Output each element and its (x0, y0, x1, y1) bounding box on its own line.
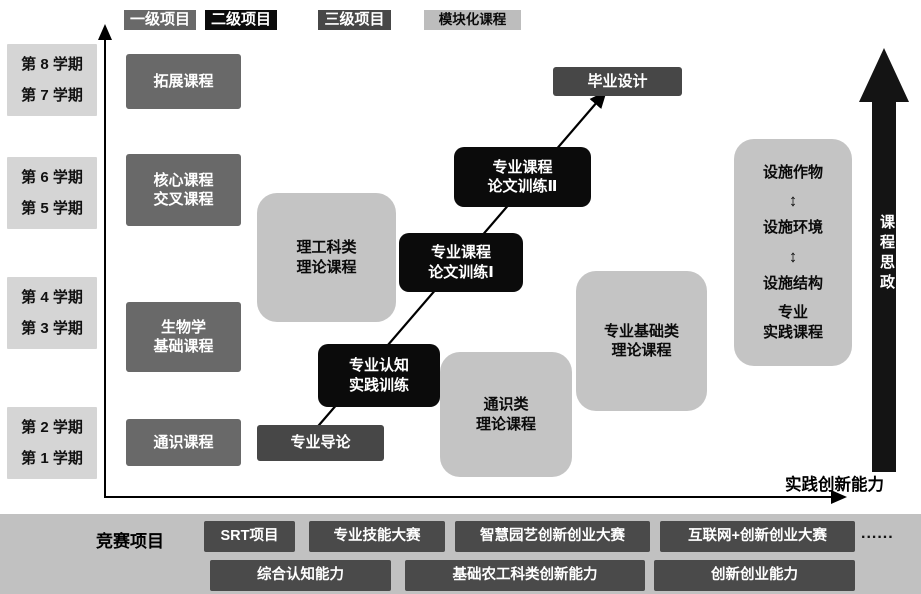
ability-comprehensive-cognition: 综合认知能力 (210, 560, 391, 591)
competition-smart-horticulture: 智慧园艺创新创业大赛 (455, 521, 650, 552)
legend-level1: 一级项目 (124, 10, 196, 30)
competition-skill-contest: 专业技能大赛 (309, 521, 445, 552)
semester-label-2: 第 2 学期 (21, 419, 83, 436)
semester-group-8-7: 第 8 学期 第 7 学期 (7, 44, 97, 116)
semester-group-2-1: 第 2 学期 第 1 学期 (7, 407, 97, 479)
competition-srt: SRT项目 (204, 521, 295, 552)
box-thesis-training-2: 专业课程 论文训练Ⅱ (454, 147, 591, 207)
semester-label-5: 第 5 学期 (21, 199, 83, 217)
vertical-double-arrow-icon: ↕ (788, 190, 798, 210)
box-graduation-design: 毕业设计 (553, 67, 682, 96)
legend-level2: 二级项目 (205, 10, 277, 30)
semester-label-6: 第 6 学期 (21, 169, 83, 186)
competition-band: 竞赛项目 SRT项目 专业技能大赛 智慧园艺创新创业大赛 互联网+创新创业大赛 … (0, 514, 921, 594)
competition-internet-plus: 互联网+创新创业大赛 (660, 521, 855, 552)
ability-innovation-entrepreneurship: 创新创业能力 (654, 560, 855, 591)
semester-group-4-3: 第 4 学期 第 3 学期 (7, 277, 97, 349)
box-professional-intro: 专业导论 (257, 425, 384, 461)
box-expand-courses: 拓展课程 (126, 54, 241, 109)
semester-group-6-5: 第 6 学期 第 5 学期 (7, 157, 97, 229)
box-professional-basic-theory-courses: 专业基础类 理论课程 (576, 271, 707, 411)
box-biology-basic-courses: 生物学 基础课程 (126, 302, 241, 372)
semester-label-1: 第 1 学期 (21, 449, 83, 467)
x-axis-label: 实践创新能力 (785, 476, 884, 494)
facility-environment-label: 设施环境 (762, 219, 823, 237)
semester-label-4: 第 4 学期 (21, 289, 83, 306)
ideology-label: 课程思政 (878, 214, 895, 294)
box-professional-practice-courses: 设施作物 ↕ 设施环境 ↕ 设施结构 专业 实践课程 (734, 139, 852, 366)
box-general-theory-courses: 通识类 理论课程 (440, 352, 572, 477)
semester-label-3: 第 3 学期 (21, 319, 83, 337)
box-general-courses: 通识课程 (126, 419, 241, 466)
box-thesis-training-1: 专业课程 论文训练Ⅰ (399, 233, 523, 292)
legend-level3: 三级项目 (318, 10, 391, 30)
competition-ellipsis: ...... (861, 525, 894, 542)
box-cognition-practice-training: 专业认知 实践训练 (318, 344, 440, 407)
ability-basic-agri-innovation: 基础农工科类创新能力 (405, 560, 645, 591)
box-science-theory-courses: 理工科类 理论课程 (257, 193, 396, 322)
legend-modular: 模块化课程 (424, 10, 521, 30)
competition-title: 竞赛项目 (96, 532, 164, 551)
semester-label-7: 第 7 学期 (21, 86, 83, 104)
semester-label-8: 第 8 学期 (21, 56, 83, 73)
facility-structure-label: 设施结构 (762, 275, 823, 293)
box-core-cross-courses: 核心课程 交叉课程 (126, 154, 241, 226)
professional-practice-label: 专业 实践课程 (762, 304, 823, 341)
facility-crop-label: 设施作物 (762, 163, 823, 181)
vertical-double-arrow-icon: ↕ (788, 246, 798, 266)
